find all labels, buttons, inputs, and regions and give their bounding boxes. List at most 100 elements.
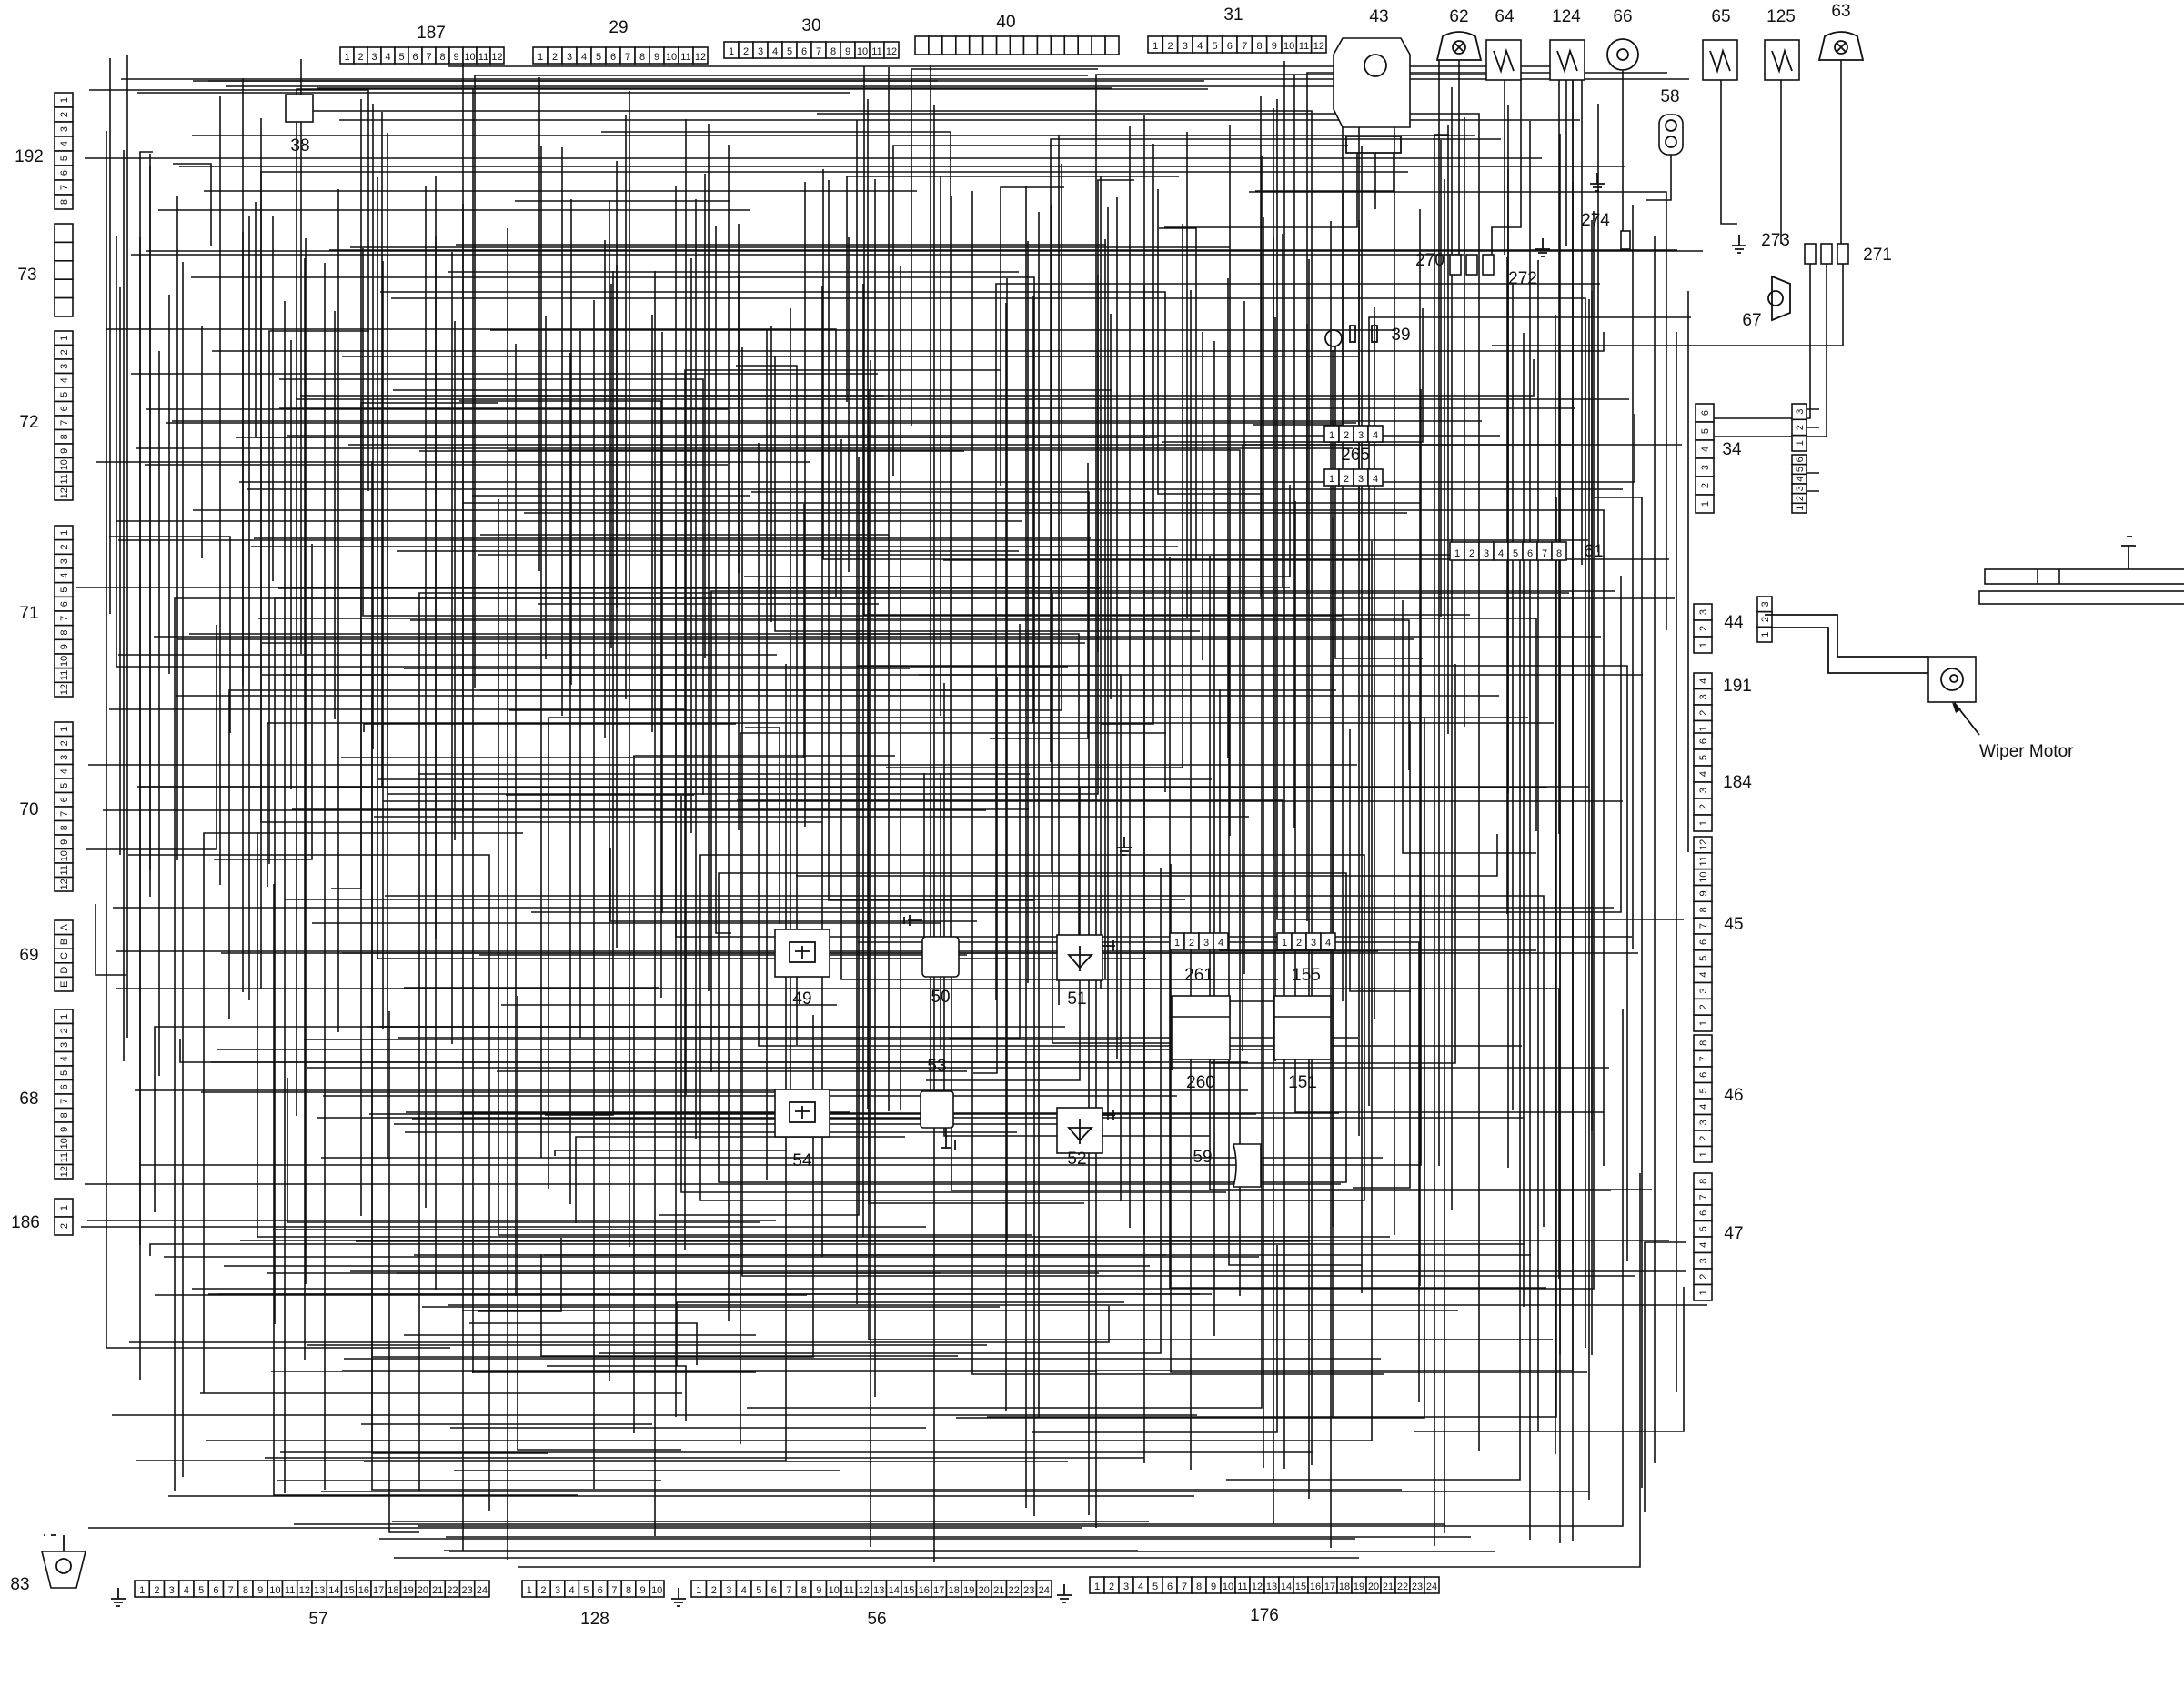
pin-label: 2 — [1296, 938, 1302, 949]
wiper-motor-label: Wiper Motor — [1979, 742, 2074, 761]
pin-label: 12 — [59, 684, 70, 695]
switch-39 — [1324, 325, 1378, 347]
pin-label: 9 — [59, 448, 70, 454]
pin-label: 3 — [59, 126, 70, 132]
pin-label: 11 — [478, 52, 488, 63]
pin-label: 12 — [1698, 839, 1709, 850]
pin-label: 2 — [1760, 617, 1771, 622]
pin-label: 8 — [1256, 41, 1262, 52]
pin-label: 11 — [1698, 856, 1709, 866]
pin-label: 3 — [1795, 486, 1806, 491]
pin-label: 4 — [1373, 430, 1378, 441]
pin-label: 23 — [1023, 1585, 1034, 1596]
component-label-187: 187 — [417, 24, 446, 43]
component-label-273: 273 — [1761, 231, 1790, 250]
pin-label: 19 — [403, 1585, 414, 1596]
pin-label: 6 — [412, 52, 418, 63]
pin-label: 8 — [59, 1112, 70, 1118]
component-label-272: 272 — [1508, 269, 1537, 288]
pin-label: 10 — [59, 850, 70, 861]
pin-label: 5 — [1152, 1581, 1158, 1592]
pin-label: 3 — [1358, 474, 1364, 485]
pin-label: 4 — [1698, 771, 1709, 777]
pin-label: 18 — [949, 1585, 960, 1596]
component-label-260: 260 — [1186, 1073, 1215, 1092]
relay-52 — [1056, 1107, 1115, 1154]
pin-label: 1 — [696, 1585, 701, 1596]
pin-label: 7 — [786, 1585, 791, 1596]
pin-label: 7 — [1698, 1194, 1709, 1200]
component-label-50: 50 — [931, 988, 950, 1007]
pin-label: 2 — [357, 52, 363, 63]
pin-label: 11 — [285, 1585, 295, 1596]
pin-label: 6 — [598, 1585, 603, 1596]
module-151 — [1273, 995, 1332, 1060]
component-label-72: 72 — [19, 413, 38, 432]
pin-label: 24 — [1039, 1585, 1050, 1596]
connector-34b: 321 — [1791, 403, 1807, 452]
pin-label: 16 — [358, 1585, 369, 1596]
pin-label: 4 — [184, 1585, 189, 1596]
pin-label: 1 — [1698, 1290, 1709, 1295]
pin-label: 9 — [640, 1585, 646, 1596]
pin-label: 4 — [59, 377, 70, 383]
pin-label: 1 — [59, 97, 70, 103]
pin-label: 1 — [59, 530, 70, 536]
connector-73 — [54, 223, 74, 317]
component-label-192: 192 — [15, 147, 44, 166]
pin-label: 5 — [583, 1585, 589, 1596]
pin-label: 6 — [771, 1585, 777, 1596]
pin-label: 6 — [1698, 939, 1709, 945]
pin-label: 3 — [1698, 1120, 1709, 1125]
pin-label: 15 — [1295, 1581, 1306, 1592]
pin-label: 6 — [1167, 1581, 1173, 1592]
component-label-47: 47 — [1724, 1224, 1743, 1243]
pin-label: 2 — [1795, 496, 1806, 501]
ground-symbol — [111, 1588, 126, 1607]
heater-125 — [1764, 39, 1800, 81]
component-label-44: 44 — [1724, 613, 1744, 632]
pin-label: 2 — [711, 1585, 717, 1596]
pin-label: 24 — [477, 1585, 488, 1596]
pin-label: 1 — [1329, 474, 1334, 485]
pin-label: 10 — [666, 52, 677, 63]
component-label-53: 53 — [927, 1057, 946, 1076]
pin-label: 2 — [1698, 626, 1709, 631]
pin-label: 3 — [758, 46, 763, 57]
pin-label: 23 — [1412, 1581, 1423, 1592]
pin-label: 10 — [59, 459, 70, 470]
lamp-63 — [1817, 31, 1865, 61]
component-label-52: 52 — [1067, 1150, 1086, 1169]
pin-label: 22 — [447, 1585, 458, 1596]
pin-label: 3 — [555, 1585, 560, 1596]
heater-65 — [1702, 39, 1738, 81]
pin-label: 2 — [743, 46, 749, 57]
pin-label: 6 — [1227, 41, 1233, 52]
pin-label: 10 — [1698, 871, 1709, 882]
pin-label: 2 — [1167, 41, 1173, 52]
pin-label: 8 — [626, 1585, 631, 1596]
pin-label: 9 — [59, 644, 70, 649]
pin-label: 1 — [1760, 632, 1771, 638]
pin-label: 3 — [1698, 788, 1709, 793]
component-label-274: 274 — [1581, 211, 1610, 230]
pin-label: 9 — [1211, 1581, 1216, 1592]
pin-label: 3 — [59, 1042, 70, 1048]
pin-label: 7 — [59, 420, 70, 426]
component-label-31: 31 — [1223, 5, 1243, 25]
pin-label: 2 — [1469, 548, 1474, 559]
connector-44: 321 — [1693, 603, 1713, 654]
plug-274 — [1620, 230, 1631, 250]
pin-label: 11 — [844, 1585, 854, 1596]
component-label-65: 65 — [1711, 7, 1730, 26]
pin-label: 17 — [933, 1585, 944, 1596]
pin-label: 3 — [1123, 1581, 1129, 1592]
pin-label: 1 — [1174, 938, 1180, 949]
pin-label: 11 — [1237, 1581, 1247, 1592]
pin-label: 6 — [801, 46, 807, 57]
